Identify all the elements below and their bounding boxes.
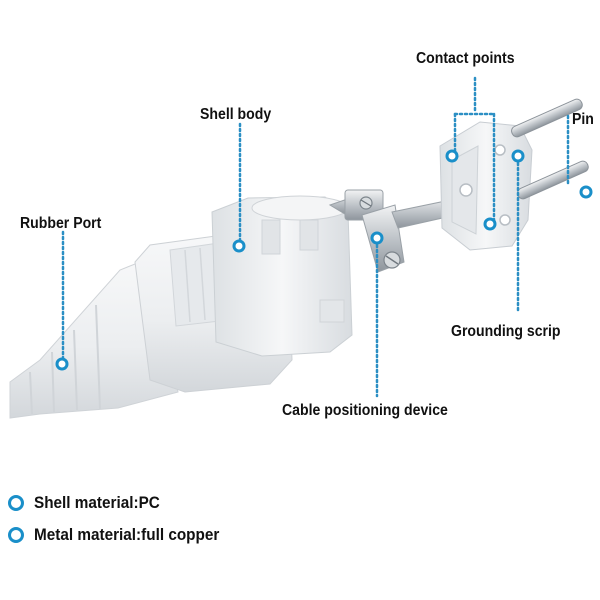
ring-icon: [8, 495, 24, 511]
marker-contact-left: [445, 149, 459, 163]
marker-cable-device: [370, 231, 384, 245]
marker-contact-right: [483, 217, 497, 231]
label-pin: Pin: [572, 111, 594, 128]
marker-grounding: [511, 149, 525, 163]
marker-dots: [55, 149, 593, 371]
legend-text: Shell material:PC: [34, 493, 160, 512]
legend-item-shell-material: Shell material:PC: [8, 493, 174, 513]
marker-rubber-port: [55, 357, 69, 371]
plug-insert-part: [439, 98, 589, 251]
marker-shell-body: [232, 239, 246, 253]
marker-pin: [579, 185, 593, 199]
ring-icon: [8, 527, 24, 543]
label-rubber-port: Rubber Port: [20, 215, 102, 232]
rubber-port-part: [9, 257, 179, 419]
shell-body-part: [134, 195, 353, 393]
label-shell-body: Shell body: [200, 106, 272, 123]
legend-text: Metal material:full copper: [34, 525, 220, 544]
leader-lines: [61, 76, 570, 398]
label-contact-points: Contact points: [416, 50, 515, 67]
legend-item-metal-material: Metal material:full copper: [8, 525, 240, 545]
label-cable-positioning-device: Cable positioning device: [282, 402, 448, 419]
label-grounding-scrip: Grounding scrip: [451, 323, 561, 340]
